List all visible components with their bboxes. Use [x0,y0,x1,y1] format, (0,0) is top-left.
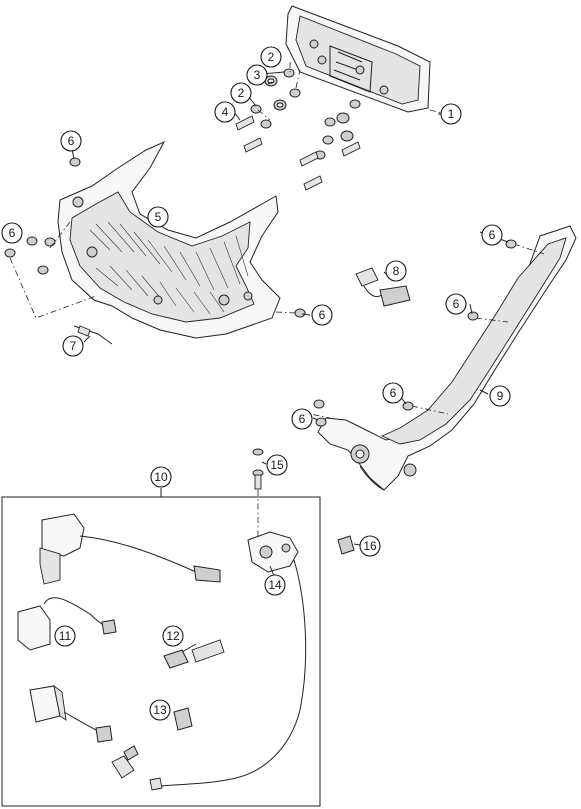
svg-text:15: 15 [270,458,284,472]
callout-8: 8 [385,260,407,282]
part-nuts-subframe [313,239,517,427]
callout-16: 16 [359,535,381,557]
part-screw [252,448,264,540]
callout-2-upper: 2 [260,46,282,68]
kit-item-speaker-with-cable [17,597,117,651]
callout-14: 14 [264,574,286,596]
part-kit-frame [1,488,321,807]
svg-text:6: 6 [68,134,75,148]
svg-text:2: 2 [238,86,245,100]
svg-text:11: 11 [59,629,72,643]
leader-lines [71,71,509,577]
svg-text:6: 6 [489,228,496,242]
callout-6-subframe-lower: 6 [382,382,404,404]
svg-text:8: 8 [393,264,400,278]
callout-15: 15 [266,454,288,476]
svg-text:16: 16 [363,539,377,553]
svg-text:6: 6 [9,226,16,240]
svg-text:10: 10 [154,470,168,484]
callout-13: 13 [149,699,171,721]
part-ignition-lock [149,531,307,791]
part-instrument-cluster [285,5,447,115]
callout-6-subframe-mid: 6 [445,293,467,315]
callout-5: 5 [147,206,169,228]
svg-text:12: 12 [166,629,180,643]
kit-item-key-parts [163,639,225,669]
part-screw-bracket-right [275,308,306,318]
callout-9: 9 [489,385,511,407]
svg-text:6: 6 [390,386,397,400]
part-cap [337,535,355,555]
svg-text:7: 7 [70,339,77,353]
callout-12: 12 [162,625,184,647]
callout-2-lower: 2 [230,82,252,104]
svg-text:2: 2 [268,50,275,64]
callout-10: 10 [150,466,172,488]
svg-text:6: 6 [299,412,306,426]
part-mounting-hardware-cluster [235,62,361,191]
callout-6-subframe-top: 6 [481,224,503,246]
callout-7: 7 [62,335,84,357]
kit-item-sensor-with-cable [39,513,221,585]
callout-6-bracket-right: 6 [311,304,333,326]
part-cable-tie [73,325,113,345]
svg-text:6: 6 [319,308,326,322]
callout-4: 4 [214,101,236,123]
kit-item-lock-barrel [111,745,139,779]
svg-text:1: 1 [448,107,455,121]
svg-text:14: 14 [268,578,282,592]
callout-6-left: 6 [1,222,23,244]
svg-text:5: 5 [155,210,162,224]
callout-11: 11 [54,625,76,647]
part-front-bracket [57,140,281,339]
svg-text:3: 3 [254,68,261,82]
callout-6-bracket-top: 6 [60,130,82,152]
callout-6-subframe-left: 6 [291,408,313,430]
part-nuts-left [4,221,97,319]
part-connector [355,267,411,307]
kit-item-bushing [173,707,193,731]
svg-text:13: 13 [153,703,167,717]
svg-text:9: 9 [497,389,504,403]
callout-3: 3 [246,64,268,86]
part-subframe [299,225,577,491]
svg-text:6: 6 [453,297,460,311]
kit-item-control-unit [29,684,113,743]
svg-text:4: 4 [222,105,229,119]
callout-1: 1 [440,103,462,125]
